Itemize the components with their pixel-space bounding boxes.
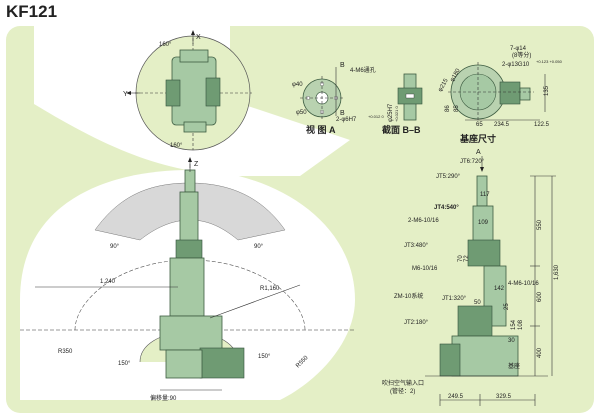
side-dim-1240: 1,240 — [100, 279, 116, 285]
section-b-b: φ25H7 +0.021 0 截面 B–B — [382, 73, 423, 135]
side-axis-z: Z — [194, 161, 199, 168]
front-d2495: 249.5 — [448, 394, 464, 400]
side-view: Z 90° 90° R1,160 1,240 R350 R550 150° 15… — [20, 157, 355, 402]
front-d30: 30 — [508, 338, 515, 344]
base-holes-1: 7-φ14 — [510, 46, 527, 52]
front-air-note: (管径：2) — [390, 387, 415, 395]
base-dim-65: 65 — [476, 122, 483, 128]
front-d25: 25 — [504, 303, 510, 310]
flange-hole-label: 4-M6通孔 — [350, 66, 376, 74]
front-d3295: 329.5 — [496, 394, 512, 400]
front-d50: 50 — [474, 300, 481, 306]
front-base-label: 基座 — [508, 362, 520, 370]
front-d70: 70 — [458, 255, 464, 262]
front-m6-right: 4-M6-10/16 — [508, 281, 539, 287]
base-dim-2345: 234.5 — [494, 122, 510, 128]
front-d600: 600 — [537, 291, 543, 302]
front-jt6: JT6:720° — [460, 159, 485, 165]
side-r-350: R350 — [58, 349, 73, 355]
side-offset: 偏移量:90 — [150, 394, 177, 402]
flange-view-a: 4-M6通孔 B B φ40 φ50 2-φ6H7 +0.012 0 视 图 A — [292, 62, 384, 135]
page-title: KF121 — [6, 2, 58, 21]
front-m6-left: M6-10/16 — [412, 266, 438, 272]
side-angle-150-left: 150° — [118, 361, 131, 367]
front-robot-wrist — [476, 175, 488, 207]
front-d72: 72 — [464, 255, 470, 262]
front-d109: 109 — [478, 220, 489, 226]
front-d117: 117 — [480, 192, 490, 198]
front-jt3: JT3:480° — [404, 243, 429, 249]
section-bore-tol: +0.021 0 — [394, 106, 399, 122]
base-dim-1225: 122.5 — [534, 122, 550, 128]
front-d1630: 1,630 — [554, 264, 560, 280]
flange-section-mark-top: B — [340, 62, 345, 69]
flange-section-mark-bottom: B — [340, 110, 345, 117]
side-r-1160: R1,160 — [260, 286, 280, 292]
side-angle-left: 90° — [110, 244, 120, 250]
top-axis-x: X — [196, 34, 201, 41]
base-holes-2-tol: +0.123 +0.050 — [536, 59, 563, 64]
top-angle-bottom: 160° — [170, 143, 183, 149]
front-air-inlet: 吹扫空气输入口 — [382, 379, 424, 387]
base-view: 7-φ14 (8等分) 2-φ13G10 +0.123 +0.050 φ180 … — [438, 46, 563, 144]
base-caption: 基座尺寸 — [459, 133, 496, 144]
top-view: 160° 160° X Y — [34, 26, 350, 176]
section-bore: φ25H7 — [388, 103, 394, 122]
flange-pin-tol: +0.012 0 — [368, 114, 384, 119]
side-angle-150-right: 150° — [258, 354, 271, 360]
front-jt5: JT5:290° — [436, 174, 461, 180]
front-zm10: ZM-10系统 — [394, 292, 423, 300]
base-holes-1-note: (8等分) — [512, 51, 531, 59]
top-axis-y: Y — [123, 91, 128, 98]
front-arrow-a: A — [476, 149, 481, 156]
flange-dia-50: φ50 — [296, 110, 307, 116]
front-d550: 550 — [537, 219, 543, 230]
flange-caption: 视 图 A — [306, 124, 336, 135]
base-dim-86: 86 — [445, 105, 451, 112]
flange-dia-40: φ40 — [292, 82, 303, 88]
top-robot-motor — [165, 79, 181, 107]
front-d108: 108 — [518, 319, 524, 330]
side-robot-wrist — [184, 169, 196, 193]
section-caption: 截面 B–B — [382, 124, 421, 135]
front-jt4: JT4:540° — [434, 205, 459, 211]
flange-pin-hole: 2-φ6H7 — [336, 117, 357, 123]
side-robot-base — [159, 315, 223, 351]
base-dia-outer: φ215 — [438, 77, 450, 93]
front-d154: 154 — [511, 319, 517, 330]
front-jt1: JT1:320° — [442, 296, 467, 302]
side-angle-right: 90° — [254, 244, 264, 250]
front-m6-top: 2-M6-10/16 — [408, 218, 439, 224]
base-dim-85: 85 — [454, 105, 460, 112]
front-jt2: JT2:180° — [404, 320, 429, 326]
base-holes-2: 2-φ13G10 — [502, 62, 530, 68]
front-view: A JT6:720° JT5:290° JT4:540° 2-M6-10/16 … — [382, 149, 560, 406]
front-robot-base — [451, 335, 519, 377]
top-angle-top: 160° — [159, 42, 172, 48]
front-d400: 400 — [537, 347, 543, 358]
front-d142: 142 — [494, 286, 505, 292]
base-dim-135: 135 — [544, 85, 550, 96]
